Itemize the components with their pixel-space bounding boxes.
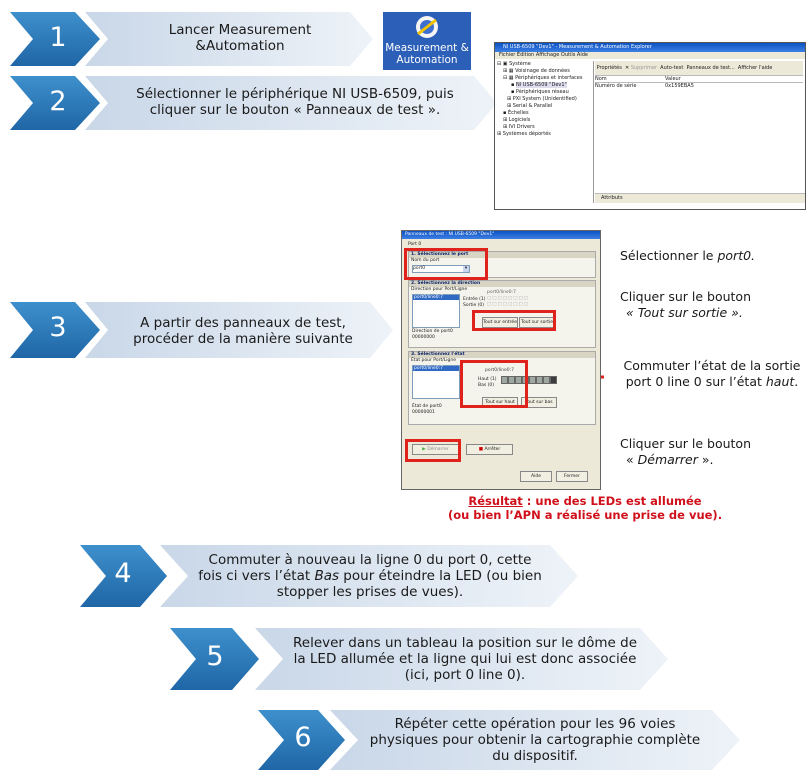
step6-chevron — [258, 710, 345, 770]
help-button[interactable]: Aide — [520, 471, 552, 482]
port-select[interactable]: port0 ▾ — [412, 265, 470, 273]
step1-chevron — [10, 12, 100, 66]
test-panels-button[interactable]: Panneaux de test... — [686, 65, 735, 71]
led-indicator[interactable] — [508, 376, 515, 384]
highlight-port-select — [404, 248, 488, 280]
play-icon: ▶ — [422, 447, 426, 452]
chevron-down-icon: ▾ — [463, 266, 469, 272]
step4-number: 4 — [114, 558, 132, 589]
step1-banner — [85, 12, 373, 66]
tree-item[interactable]: ⊞ PXI System (Unidentified) — [507, 96, 577, 102]
properties-button[interactable]: Propriétés — [596, 65, 622, 71]
note-start: Cliquer sur le bouton « Démarrer ». — [620, 436, 751, 467]
details-pane: Propriétés ✕ Supprimer Auto-test Panneau… — [595, 61, 805, 203]
note-select-port: Sélectionner le port0. — [620, 248, 756, 263]
test-panel-title: Panneaux de test : NI USB-6509 "Dev1" — [402, 231, 600, 239]
note-all-output: Cliquer sur le bouton « Tout sur sortie … — [620, 289, 751, 320]
tree-item[interactable]: ⊟ ▦ Périphériques et interfaces — [503, 75, 583, 81]
select-state-section: 3. Sélectionnez l'état État pour Port/Li… — [408, 351, 596, 425]
port-tab[interactable]: Port 0 — [408, 242, 422, 247]
all-low-button[interactable]: Tout sur bas — [521, 397, 557, 408]
tree-item[interactable]: ⊞ Systèmes déportés — [497, 131, 551, 137]
max-explorer-window: NI USB-6509 "Dev1" - Measurement & Autom… — [494, 42, 806, 210]
direction-checkboxes[interactable]: □□□□□□□□ — [487, 302, 530, 307]
step2-chevron — [10, 76, 100, 130]
step3-banner — [85, 302, 393, 358]
select-direction-section: 2. Sélectionnez la direction Direction p… — [408, 280, 596, 348]
tree-item[interactable]: ▪ Échelles — [503, 110, 529, 116]
show-help-button[interactable]: Afficher l'aide — [737, 65, 773, 71]
highlight-led-row — [460, 360, 528, 408]
self-test-button[interactable]: Auto-test — [660, 65, 684, 71]
step1-text: Lancer Measurement&Automation — [168, 22, 312, 54]
max-logo-icon — [416, 16, 438, 38]
stop-button[interactable]: ■ Arrêter — [466, 444, 513, 455]
step5-banner — [255, 628, 668, 690]
step4-chevron — [80, 545, 167, 607]
led-indicator[interactable] — [536, 376, 543, 384]
tree-item[interactable]: ▪ Périphériques réseau — [511, 89, 569, 95]
tree-item[interactable]: ⊞ Serial & Parallel — [507, 103, 553, 109]
step6-banner — [330, 710, 740, 770]
highlight-all-output — [472, 310, 556, 331]
step3-number: 3 — [49, 312, 67, 343]
highlight-start-button — [405, 439, 461, 462]
result-text: Résultat : une des LEDs est allumée (ou … — [447, 494, 723, 522]
step3-chevron — [10, 302, 100, 358]
led-indicator[interactable] — [501, 376, 508, 384]
measurement-automation-desktop-icon[interactable]: Measurement &Automation — [383, 12, 471, 70]
attributes-tab[interactable]: Attributs — [595, 193, 805, 203]
direction-checkboxes[interactable]: □□□□□□□□ — [487, 296, 530, 301]
delete-button[interactable]: Supprimer — [630, 65, 657, 71]
led-indicator[interactable] — [529, 376, 536, 384]
step4-banner — [160, 545, 578, 607]
select-port-section: 1. Sélectionnez le port Nom du port port… — [408, 251, 596, 278]
note-switch-high: Commuter l’état de la sortie port 0 line… — [623, 358, 801, 389]
step2-banner — [85, 76, 497, 130]
step3-text: A partir des panneaux de test,procéder d… — [133, 315, 353, 347]
toolbar: Propriétés ✕ Supprimer Auto-test Panneau… — [595, 61, 803, 76]
step4-text: Commuter à nouveau la ligne 0 du port 0,… — [198, 552, 542, 600]
step5-chevron — [170, 628, 259, 690]
tree-item[interactable]: ⊞ Logiciels — [503, 117, 531, 123]
step6-text: Répéter cette opération pour les 96 voie… — [369, 716, 701, 764]
window-title: NI USB-6509 "Dev1" - Measurement & Autom… — [495, 43, 805, 52]
step5-number: 5 — [206, 641, 224, 672]
tree-item[interactable]: ⊟ ▣ Système — [497, 61, 531, 67]
tree-item[interactable]: ⊞ IVI Drivers — [503, 124, 535, 130]
menu-bar[interactable]: Fichier Édition Affichage Outils Aide — [495, 52, 805, 59]
max-icon-label: Measurement &Automation — [385, 42, 469, 66]
stop-icon: ■ — [478, 447, 484, 452]
state-list[interactable]: port0/line0:7 — [412, 365, 460, 399]
led-indicator[interactable] — [543, 376, 550, 384]
direction-list[interactable]: port0/line0:7 — [412, 294, 460, 328]
all-input-button[interactable]: Tout sur entrée — [482, 317, 518, 328]
config-tree[interactable]: ⊟ ▣ Système ⊞ ▦ Voisinage de données ⊟ ▦… — [497, 61, 594, 203]
led-line0-indicator[interactable] — [550, 376, 557, 384]
close-button[interactable]: Fermer — [556, 471, 588, 482]
step1-number: 1 — [49, 22, 67, 53]
tree-item-usb6509[interactable]: ▪ NI USB-6509 "Dev1" — [511, 82, 567, 88]
step6-number: 6 — [294, 722, 312, 753]
led-indicator[interactable] — [515, 376, 522, 384]
tree-item[interactable]: ⊞ ▦ Voisinage de données — [503, 68, 570, 74]
step5-text: Relever dans un tableau la position sur … — [292, 635, 638, 683]
step2-text: Sélectionner le périphérique NI USB-6509… — [136, 86, 454, 118]
step2-number: 2 — [49, 86, 67, 117]
